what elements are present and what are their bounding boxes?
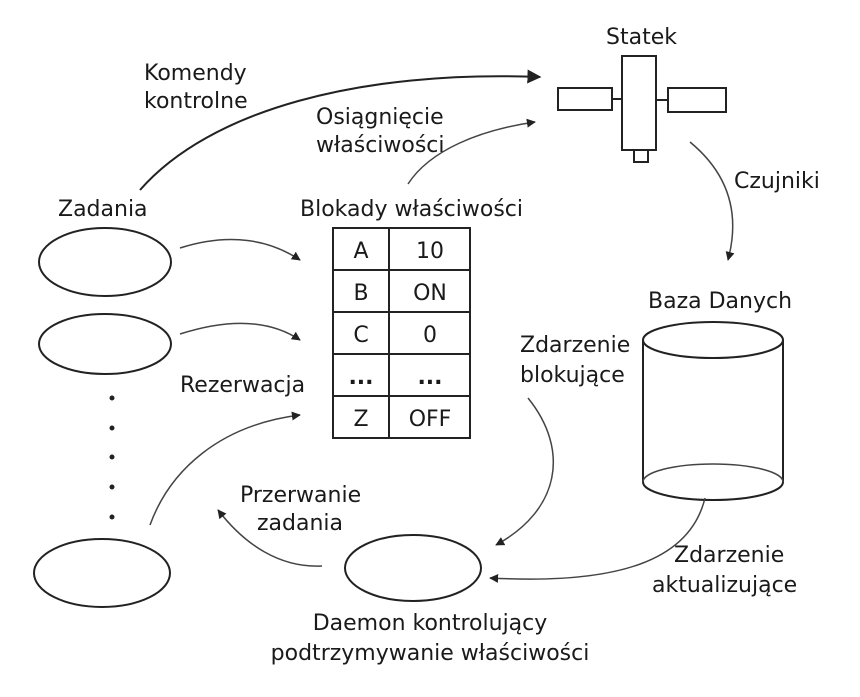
task-ellipse-1 xyxy=(38,227,172,297)
interrupt-label-line2: zadania xyxy=(257,511,343,536)
lock-value-c: 0 xyxy=(423,323,437,348)
database-icon xyxy=(642,321,784,501)
spacecraft-icon xyxy=(557,55,727,163)
commands-label-line2: kontrolne xyxy=(144,89,248,114)
database-label: Baza Danych xyxy=(648,289,792,314)
task1-to-locks-arrow xyxy=(179,238,301,261)
sensors-arrow xyxy=(689,141,735,261)
lock-key-a: A xyxy=(353,239,368,264)
achieve-label-line1: Osiągnięcie xyxy=(316,105,444,130)
lock-value-a: 10 xyxy=(416,239,444,264)
update-event-label-line2: aktualizujące xyxy=(652,573,797,598)
task-ellipse-n xyxy=(33,538,171,608)
lock-value-z: OFF xyxy=(409,407,452,432)
update-event-label-line1: Zdarzenie xyxy=(674,543,784,568)
lock-key-ellipsis: ... xyxy=(348,365,373,390)
achieve-label-line2: właściwości xyxy=(316,133,445,158)
commands-arrow xyxy=(139,69,542,191)
update-event-arrow xyxy=(489,497,706,583)
lock-key-c: C xyxy=(353,323,368,348)
sensors-label: Czujniki xyxy=(734,169,820,194)
reservation-arrow xyxy=(149,411,301,526)
interrupt-label-line1: Przerwanie xyxy=(240,483,361,508)
interrupt-arrow xyxy=(217,509,323,567)
locks-title: Blokady właściwości xyxy=(300,197,523,222)
locks-table: A 10 B ON C 0 ... ... Z OFF xyxy=(332,227,471,439)
reservation-label: Rezerwacja xyxy=(180,373,305,398)
task2-to-locks-arrow xyxy=(179,322,301,341)
achieve-arrow xyxy=(407,118,536,185)
task-ellipse-2 xyxy=(38,313,172,375)
commands-label-line1: Komendy xyxy=(144,61,247,86)
daemon-label-line1: Daemon kontrolujący xyxy=(313,611,548,636)
block-event-label-line1: Zdarzenie xyxy=(520,333,630,358)
daemon-ellipse xyxy=(344,534,482,602)
block-event-arrow xyxy=(495,397,555,546)
lock-key-b: B xyxy=(353,281,368,306)
lock-value-ellipsis: ... xyxy=(417,365,442,390)
lock-key-z: Z xyxy=(353,407,368,432)
task-continuation-dots xyxy=(109,395,115,520)
tasks-label: Zadania xyxy=(58,197,148,222)
daemon-label-line2: podtrzymywanie właściwości xyxy=(271,641,590,666)
block-event-label-line2: blokujące xyxy=(520,363,625,388)
lock-value-b: ON xyxy=(413,281,447,306)
ship-label: Statek xyxy=(606,25,677,50)
